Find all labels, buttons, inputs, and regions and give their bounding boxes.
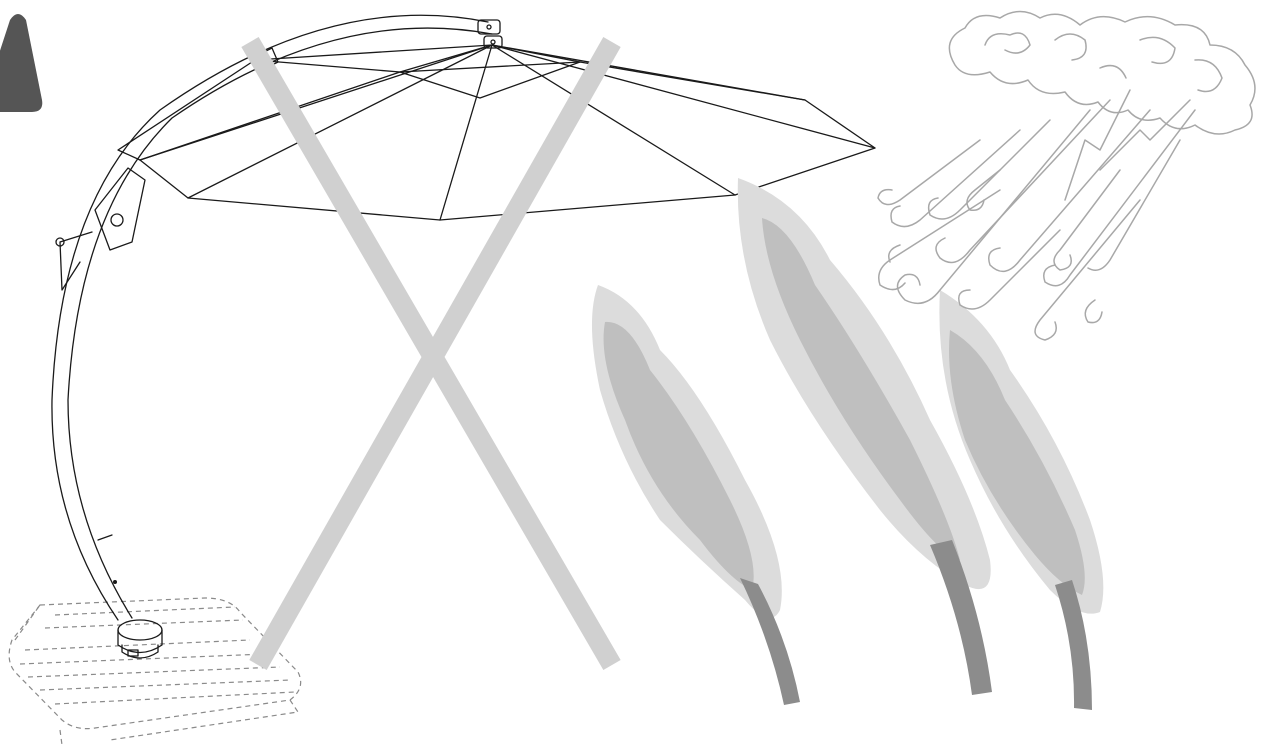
base-weight-plates: [9, 598, 301, 745]
tree-left: [592, 285, 800, 705]
storm-cloud-wind: [878, 12, 1255, 341]
tree-middle: [738, 178, 992, 695]
warning-triangle-icon: [0, 14, 42, 112]
prohibition-cross: [250, 42, 612, 665]
